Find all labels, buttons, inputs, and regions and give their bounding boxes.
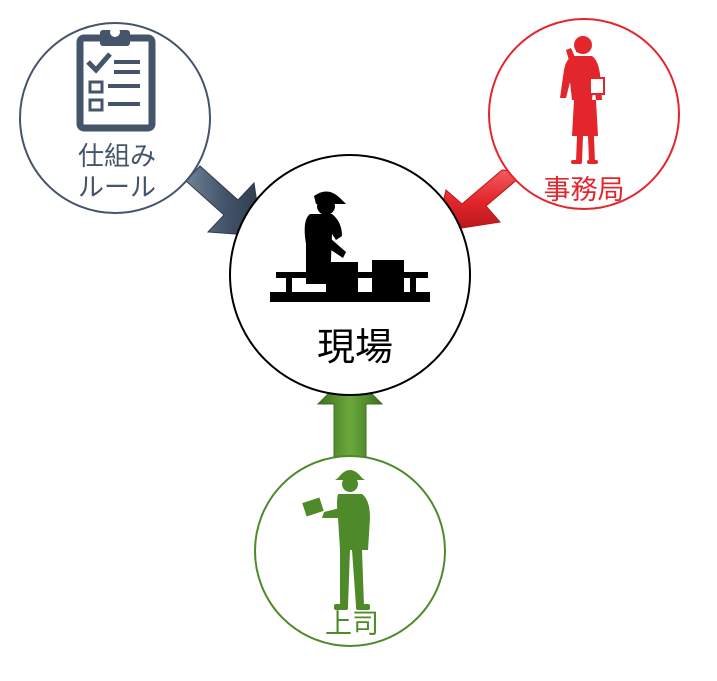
node-rules-label-2: ルール xyxy=(78,173,156,203)
node-center-label: 現場 xyxy=(317,325,393,369)
node-rules-label-1: 仕組み xyxy=(78,142,156,172)
businesswoman-phone-icon xyxy=(560,36,605,164)
arrow-rules-to-center xyxy=(185,165,263,237)
node-rules-circle xyxy=(19,22,211,214)
node-office: 事務局 xyxy=(488,18,680,210)
node-rules: 仕組み ルール xyxy=(19,22,211,214)
clipboard-checklist-icon xyxy=(76,27,156,132)
foreman-hardhat-icon xyxy=(302,470,370,610)
node-boss-label: 上司 xyxy=(325,609,379,640)
node-boss: 上司 xyxy=(254,455,446,647)
node-center: 現場 xyxy=(229,154,471,396)
node-office-label: 事務局 xyxy=(544,175,625,206)
factory-worker-icon xyxy=(270,191,430,302)
